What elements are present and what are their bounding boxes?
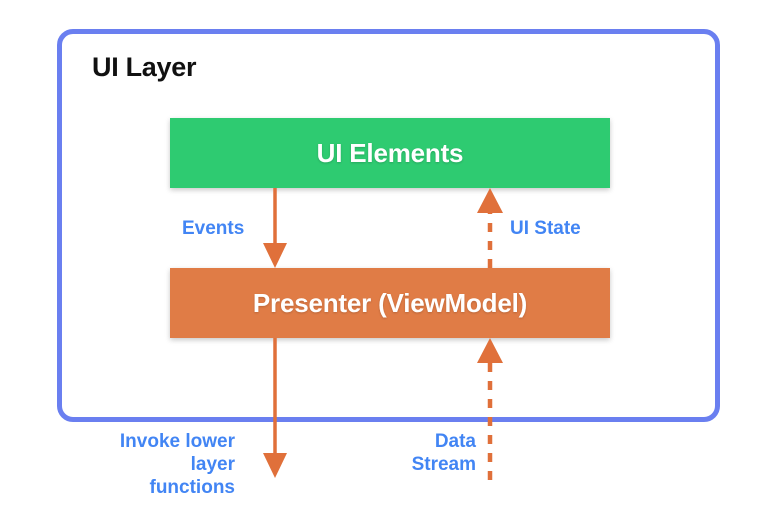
- ui-layer-container: [57, 29, 720, 422]
- block-presenter[interactable]: Presenter (ViewModel): [170, 268, 610, 338]
- page-title: UI Layer: [92, 52, 197, 82]
- edge-label-data-stream: Data Stream: [411, 431, 476, 476]
- block-ui-elements[interactable]: UI Elements: [170, 118, 610, 188]
- edge-label-events: Events: [182, 218, 245, 239]
- block-presenter-label: Presenter (ViewModel): [252, 287, 528, 318]
- edge-label-ui-state: UI State: [510, 218, 581, 239]
- block-ui-elements-label: UI Elements: [316, 137, 464, 168]
- edge-label-invoke-lower-layer: Invoke lower layer functions: [119, 431, 235, 499]
